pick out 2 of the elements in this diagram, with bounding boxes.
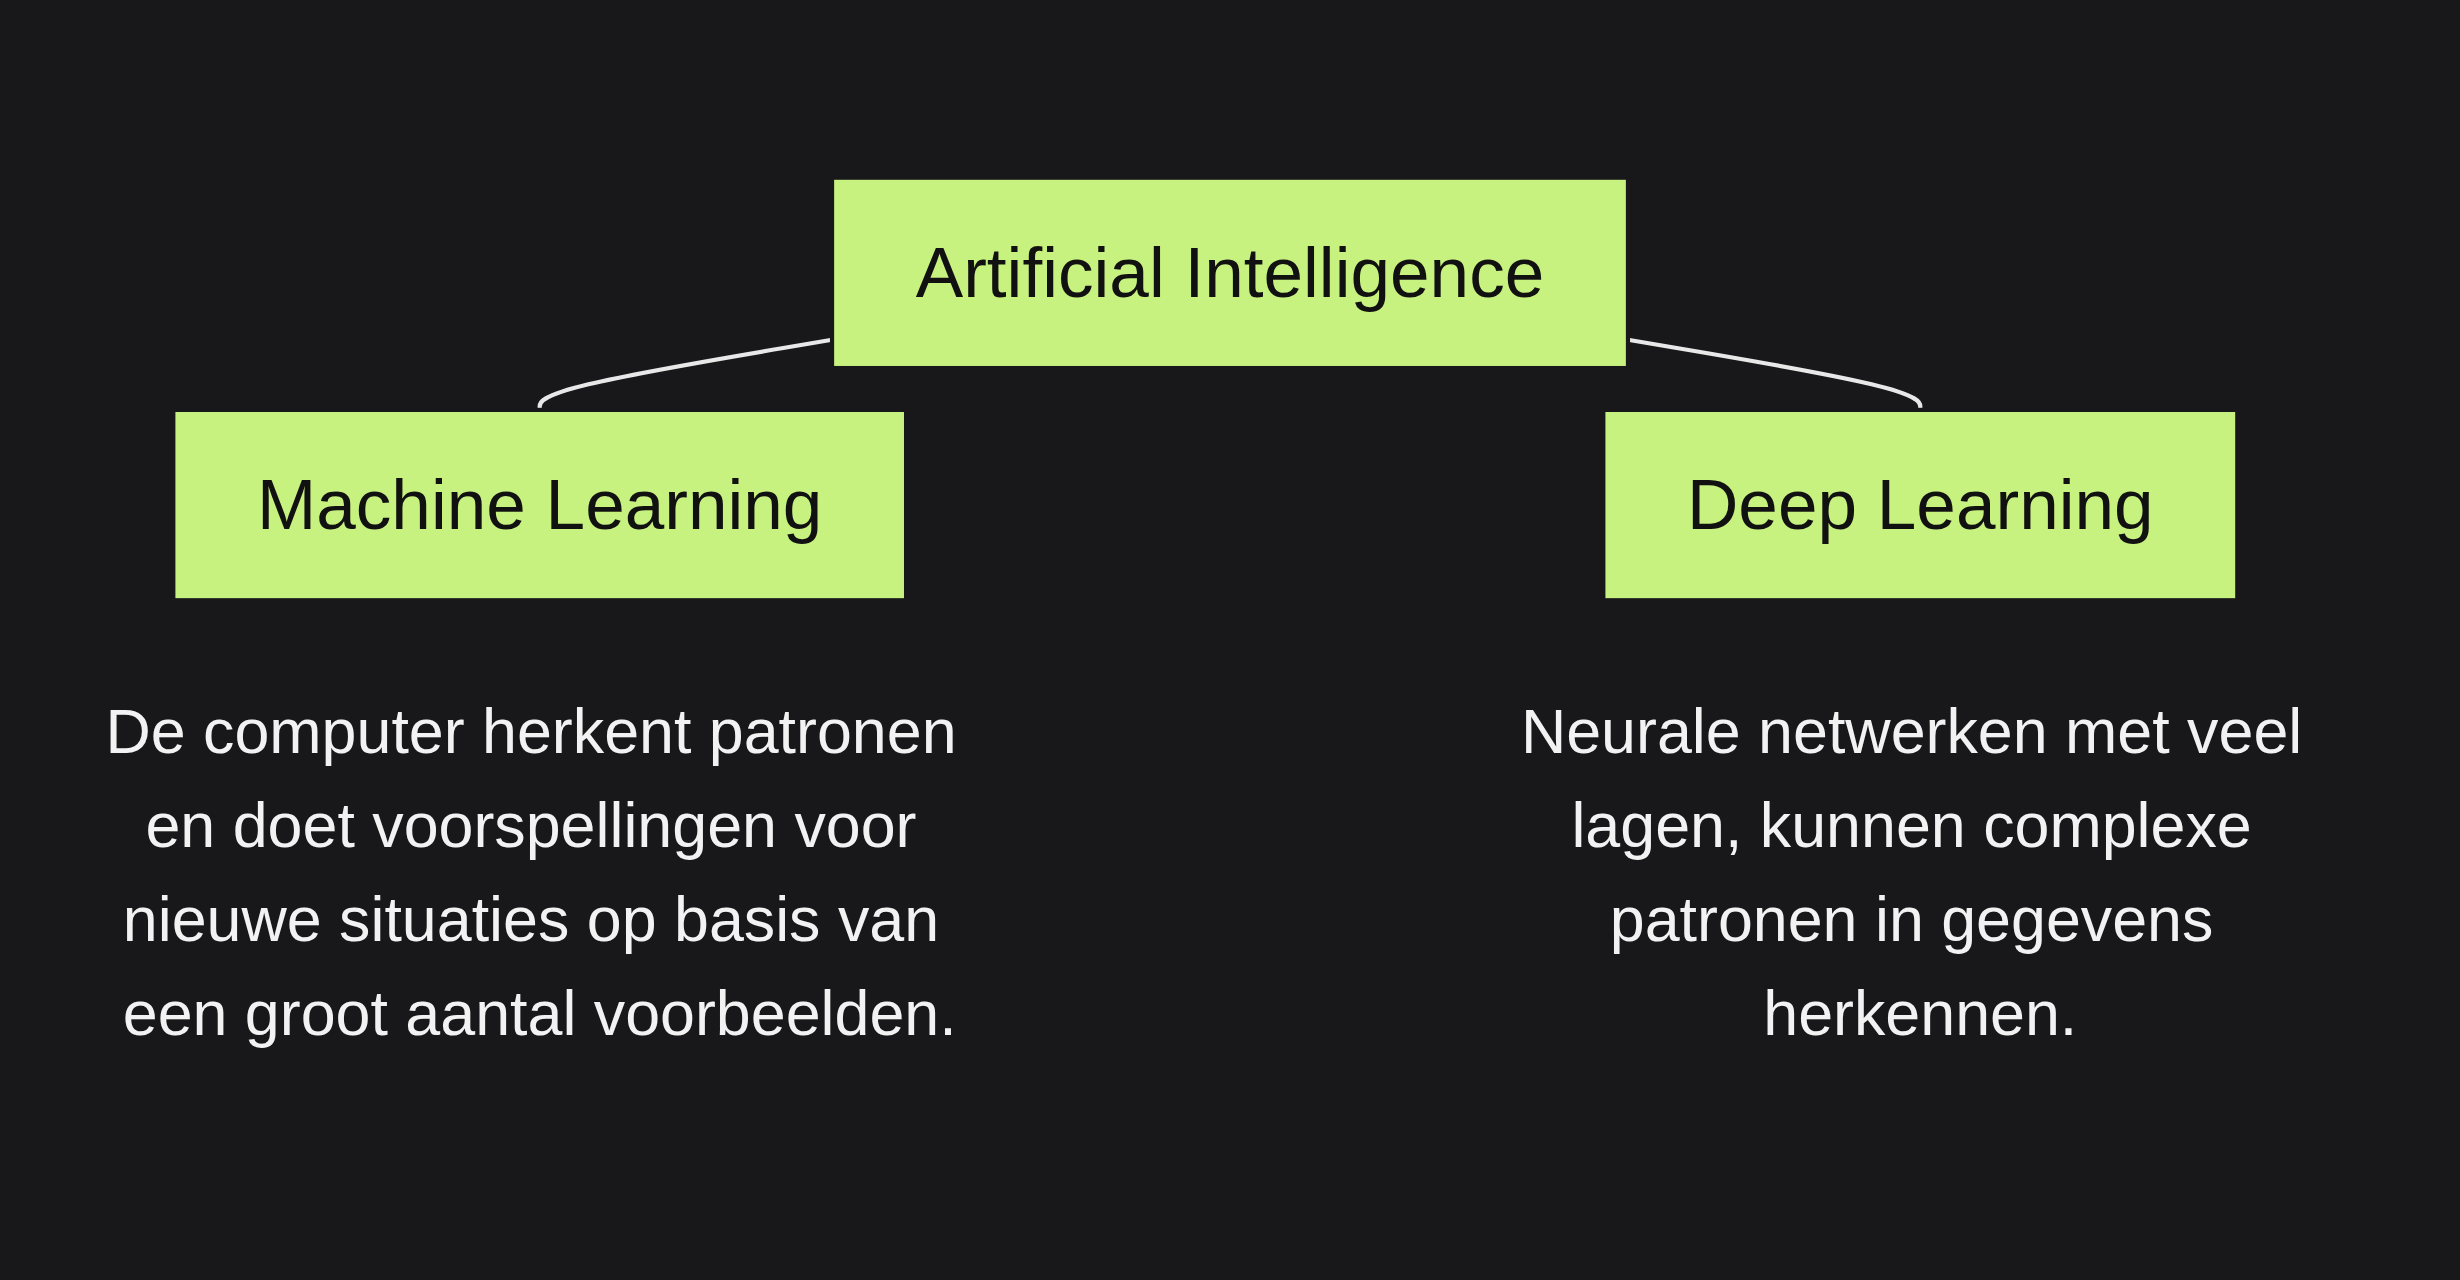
node-label: De computer herkent patronen en doet voorspellingen voor nieuwe situaties op basis van een groot aantal voorbeelden.: [105, 696, 957, 1048]
node-label: Neurale netwerken met veel lagen, kunnen complexe patronen in gegevens herkennen.: [1520, 696, 2303, 1048]
